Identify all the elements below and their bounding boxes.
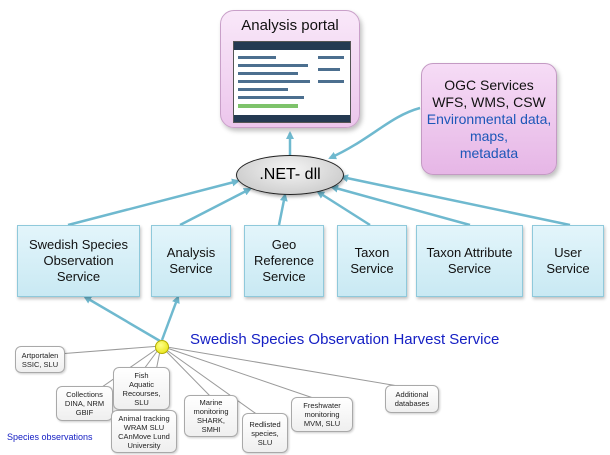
source-label-line: species, <box>251 428 279 438</box>
arrow-user-to-dll <box>340 174 571 227</box>
source-label-line: SMHI <box>201 425 221 434</box>
dotnet-dll-label: .NET- dll <box>259 166 321 183</box>
ogc-metadata: metadata <box>459 144 519 161</box>
arrow-sso-to-dll <box>67 178 240 227</box>
source-label-line: SSIC, SLU <box>21 359 59 369</box>
service-label-line: Observation <box>43 253 114 268</box>
ogc-services-box: OGC Services WFS, WMS, CSW Environmental… <box>421 63 557 175</box>
service-label-line: Service <box>56 269 101 284</box>
source-label-line: Fish <box>134 370 149 380</box>
service-label-line: Service <box>169 261 213 276</box>
source-label-line: Marine <box>199 398 223 407</box>
arrow-harvest-to-sso <box>83 295 161 343</box>
source-label-line: Additional <box>395 390 429 399</box>
source-label-line: Collections <box>66 390 103 399</box>
source-label-line: SLU <box>134 397 149 407</box>
service-label-line: Service <box>262 269 306 284</box>
source-label-line: SHARK, <box>197 416 225 425</box>
harvest-service-label: Swedish Species Observation Harvest Serv… <box>190 331 500 348</box>
source-label-line: Animal tracking <box>118 413 170 423</box>
arrow-ogc-to-dll <box>328 106 421 160</box>
service-label-line: Taxon <box>354 245 390 260</box>
dotnet-dll-node: .NET- dll <box>236 155 344 195</box>
source-label-line: Aquatic <box>128 379 155 389</box>
source-label-line: Artportalen <box>21 350 59 360</box>
source-label-line: SLU <box>257 437 273 447</box>
service-label-line: Taxon Attribute <box>426 245 513 260</box>
analysis-portal-box: Analysis portal <box>220 10 360 128</box>
service-label-line: Service <box>546 261 590 276</box>
portal-screenshot-image <box>233 41 351 123</box>
service-label-line: Service <box>447 261 492 276</box>
harvest-hub-dot <box>155 340 169 354</box>
source-label-line: CAnMove Lund <box>118 431 170 441</box>
service-label-line: Reference <box>254 253 314 268</box>
source-label-line: GBIF <box>75 408 94 417</box>
source-label-line: WRAM SLU <box>123 422 165 432</box>
arrow-taxonattr-to-dll <box>330 184 471 227</box>
source-label-line: Recourses, <box>122 388 161 398</box>
ogc-title: OGC Services <box>444 76 534 93</box>
service-label-line: Swedish Species <box>29 237 128 252</box>
source-label-line: MVM, SLU <box>303 419 341 428</box>
source-label-line: databases <box>394 399 430 408</box>
ogc-env-data: Environmental data, <box>426 110 552 127</box>
arrow-harvest-to-analysis <box>160 295 180 341</box>
arrow-taxon-to-dll <box>316 190 371 227</box>
source-label-line: monitoring <box>193 407 229 416</box>
source-label-line: DINA, NRM <box>64 399 105 408</box>
service-label-line: Analysis <box>166 245 216 260</box>
source-label-line: Freshwater <box>303 401 341 410</box>
analysis-portal-title: Analysis portal <box>241 17 339 34</box>
ogc-protocols: WFS, WMS, CSW <box>432 93 546 110</box>
source-label-line: monitoring <box>304 410 340 419</box>
ogc-maps: maps, <box>469 127 509 144</box>
source-label-line: Redlisted <box>249 419 281 429</box>
service-label-line: Geo <box>271 237 297 252</box>
service-label-line: Service <box>350 261 394 276</box>
source-label-line: University <box>127 440 161 450</box>
species-observations-label: Species observations <box>7 432 93 442</box>
arrow-geo-to-dll <box>277 193 288 226</box>
service-label-line: User <box>554 245 582 260</box>
arrow-analysis-to-dll <box>179 187 252 227</box>
